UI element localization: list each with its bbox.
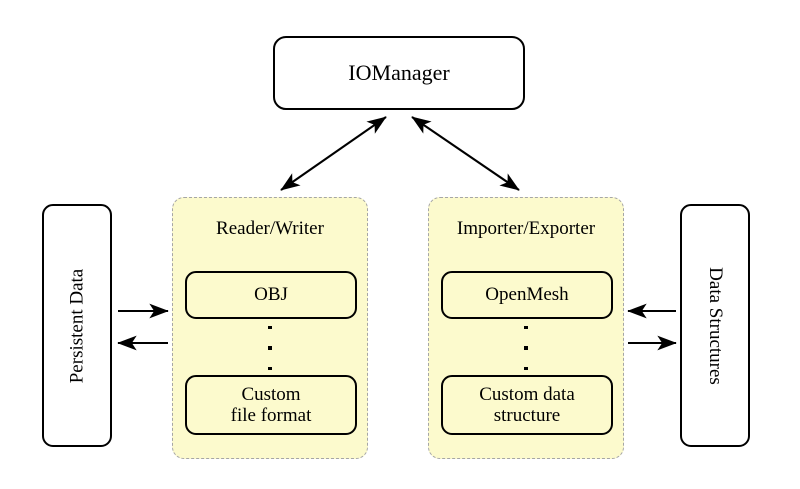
node-persistent-data[interactable]: Persistent Data: [42, 204, 112, 447]
node-obj[interactable]: OBJ: [185, 271, 357, 319]
node-custom-data-structure[interactable]: Custom data structure: [441, 375, 613, 435]
connector-manager-importer-exporter: [411, 116, 520, 191]
node-data-structures-label: Data Structures: [705, 266, 726, 385]
importer-exporter-ellipsis-icon: [429, 326, 623, 370]
panel-reader-writer[interactable]: Reader/Writer OBJ Custom file format: [172, 197, 368, 459]
node-data-structures[interactable]: Data Structures: [680, 204, 750, 447]
ellipsis-dot: [524, 346, 528, 350]
node-custom-data-structure-line2: structure: [493, 405, 561, 426]
panel-reader-writer-title: Reader/Writer: [216, 218, 324, 239]
node-custom-file-format-line2: file format: [230, 405, 312, 426]
node-openmesh-label: OpenMesh: [485, 284, 569, 306]
panel-importer-exporter-title: Importer/Exporter: [456, 218, 596, 239]
node-custom-file-format[interactable]: Custom file format: [185, 375, 357, 435]
ellipsis-dot: [268, 366, 272, 370]
ellipsis-dot: [524, 366, 528, 370]
panel-importer-exporter[interactable]: Importer/Exporter OpenMesh Custom data s…: [428, 197, 624, 459]
node-custom-file-format-line1: Custom: [241, 383, 301, 405]
reader-writer-ellipsis-icon: [173, 326, 367, 370]
node-persistent-data-label: Persistent Data: [66, 268, 88, 383]
connector-manager-reader-writer: [280, 116, 387, 191]
ellipsis-dot: [524, 326, 528, 330]
ellipsis-dot: [268, 346, 272, 350]
node-obj-label: OBJ: [254, 284, 288, 306]
node-openmesh[interactable]: OpenMesh: [441, 271, 613, 319]
node-io-manager[interactable]: IOManager: [273, 36, 525, 110]
node-io-manager-label: IOManager: [348, 60, 450, 85]
node-custom-data-structure-line1: Custom data: [479, 383, 575, 405]
ellipsis-dot: [268, 326, 272, 330]
